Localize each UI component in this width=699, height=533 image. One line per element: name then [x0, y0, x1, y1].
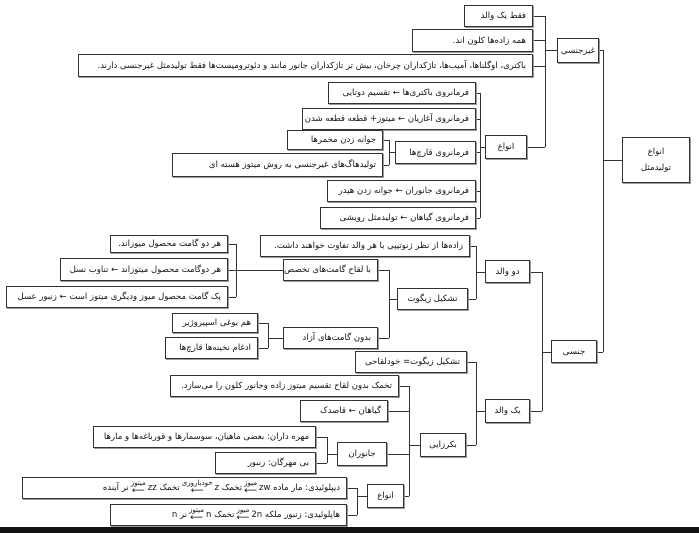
root-node: انواع تولیدمثل	[622, 137, 690, 183]
selfing-node: تشکیل زیگوت= خودلقاحی	[355, 351, 467, 373]
sexual-node: جنسی	[551, 340, 597, 363]
haploid-end: نر n	[171, 510, 188, 520]
asexual-fact: همه زاده‌ها کلون اند.	[412, 29, 533, 52]
haploid-start: هاپلوئیدی: زنبور ملکه 2n	[251, 510, 340, 520]
diploid-start: دیپلوئیدی: مار ماده zw	[259, 483, 340, 493]
specialized-item: هر دو گامت محصول میوزاند.	[110, 235, 228, 253]
diploid-egg: تخمک z	[214, 483, 243, 493]
asexual-types-node: انواع	[485, 135, 527, 159]
asexual-fact: باکتری، اوگلناها، آمیب‌ها، تاژکداران چرخ…	[78, 54, 533, 77]
arrow-meiosis: میوز⟵	[244, 479, 257, 496]
no-free-gametes-node: بدون گامت‌های آزاد	[283, 327, 378, 349]
asexual-type: فرمانروی گیاهان ← تولیدمثل رویشی	[320, 207, 476, 229]
parthenogenesis-types: انواع	[367, 484, 404, 508]
asexual-fact: فقط یک والد	[464, 5, 533, 27]
haploid-egg: تخمک n	[206, 510, 235, 520]
parthenogenesis-plants: گیاهان ← قاصدک	[300, 400, 388, 422]
invertebrates: بی مهرگان: زنبور	[215, 452, 316, 474]
haploid-row: هاپلوئیدی: زنبور ملکه 2n میوز⟵ تخمک n می…	[110, 504, 347, 526]
vertebrates: مهره داران: بعضی ماهیان، سوسمارها و قورب…	[93, 426, 316, 448]
asexual-type: فرمانروی باکتری‌ها ← تقسیم دوتایی	[328, 82, 476, 104]
one-parent-node: یک والد	[485, 399, 530, 423]
fungi-method: تولیدهاگ‌های غیرجنسی به روش میتوز هسته ا…	[172, 153, 383, 177]
asexual-node: غیرجنسی	[557, 38, 599, 63]
asexual-type: فرمانروی آغازیان ← میتوز+ قطعه قطعه شدن	[302, 108, 476, 130]
diploid-row: دیپلوئیدی: مار ماده zw میوز⟵ تخمک z خودب…	[22, 477, 347, 499]
two-parents-node: دو والد	[485, 260, 530, 283]
arrow-mitosis: میتوز⟵	[130, 479, 146, 496]
root-line2: تولیدمثل	[641, 163, 671, 173]
arrow-meiosis: میوز⟵	[236, 506, 250, 523]
parthenogenesis-node: بکرزایی	[420, 433, 466, 457]
specialized-gametes-node: با لقاح گامت‌های تخصص یافته	[283, 259, 378, 281]
arrow-selfing: خودباروری⟵	[181, 479, 213, 496]
root-line1: انواع	[647, 147, 665, 157]
diploid-end: نر آینده	[102, 483, 129, 493]
arrow-mitosis: میتوز⟵	[189, 506, 205, 523]
specialized-item: هر دوگامت محصول میتوزاند ← تناوب نسل	[60, 258, 228, 281]
bottom-bar	[0, 527, 699, 533]
no-free-item: هم یوغی اسپیروژیر	[172, 313, 258, 333]
parthenogenesis-animals: جانوران	[337, 442, 387, 466]
zygote-node: تشکیل زیگوت	[397, 288, 468, 310]
asexual-type: فرمانروی جانوران ← جوانه زدن هیدر	[327, 180, 476, 202]
no-free-item: ادغام نخینه‌ها قارچ‌ها	[165, 337, 258, 359]
parthenogenesis-egg: تخمک بدون لقاح تقسیم میتوز زاده وجانور ک…	[170, 375, 399, 397]
diploid-egg2: تخمک zz	[147, 483, 180, 493]
two-parents-note: زاده‌ها از نظر ژنوتیپی با هر والد تفاوت …	[260, 235, 470, 257]
asexual-type-fungi: فرمانروی قارچ‌ها	[395, 141, 476, 164]
fungi-method: جوانه زدن مخمرها	[287, 130, 383, 150]
specialized-item: یک گامت محصول میوز ودیگری میتوز است ← زن…	[6, 286, 228, 308]
